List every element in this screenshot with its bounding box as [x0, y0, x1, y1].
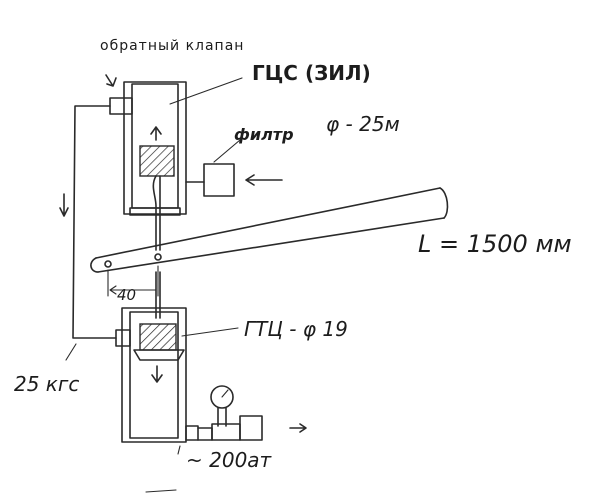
return-line	[59, 105, 117, 361]
master-diameter-label: φ - 25м	[326, 112, 400, 136]
filter-unit	[185, 139, 283, 197]
spring-force-label: 25 кгс	[14, 372, 79, 396]
pressure-gauge	[177, 385, 307, 455]
check-valve	[105, 74, 133, 115]
base-line	[145, 489, 177, 493]
pressure-label: ~ 200ат	[186, 448, 273, 472]
lever-beam	[90, 187, 449, 297]
lever-length-label: L = 1500 мм	[418, 230, 572, 258]
lever-offset-label: 40	[117, 286, 136, 304]
slave-cylinder	[115, 271, 239, 443]
master-cylinder	[123, 77, 243, 251]
master-cylinder-label: ГЦС (ЗИЛ)	[252, 61, 371, 85]
slave-cylinder-label: ГТЦ - φ 19	[244, 317, 348, 341]
check-valve-label: обратный клапан	[100, 38, 244, 54]
filter-label: филтр	[234, 125, 294, 144]
